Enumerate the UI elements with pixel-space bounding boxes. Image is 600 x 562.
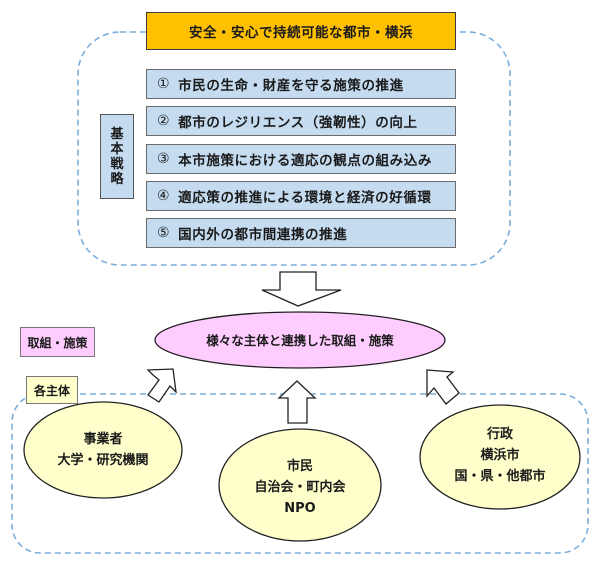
actor-line: NPO <box>284 500 316 516</box>
strategy-text: 市民の生命・財産を守る施策の推進 <box>178 78 404 94</box>
actor-citizens-text: 市民 自治会・町内会 NPO <box>225 450 375 524</box>
strategy-text: 適応策の推進による環境と経済の好循環 <box>178 190 432 206</box>
strategy-label-char: 略 <box>110 171 124 187</box>
strategy-label-char: 基 <box>110 126 124 142</box>
strategy-item: ③ 本市施策における適応の観点の組み込み <box>146 144 456 174</box>
actor-ellipse-government <box>419 404 581 510</box>
down-arrow-icon <box>261 271 342 307</box>
strategy-item: ① 市民の生命・財産を守る施策の推進 <box>146 69 456 99</box>
strategy-text: 都市のレジリエンス（強靭性）の向上 <box>178 115 418 131</box>
actor-government-text: 行政 横浜市 国・県・他都市 <box>425 420 575 490</box>
actor-line: 横浜市 <box>480 447 520 463</box>
strategy-number: ② <box>157 113 171 129</box>
actor-ellipse-citizens <box>218 428 382 542</box>
actions-center-text: 様々な主体と連携した取組・施策 <box>206 332 394 348</box>
strategy-text: 国内外の都市間連携の推進 <box>178 227 348 243</box>
actions-ellipse <box>154 311 446 369</box>
strategy-label-char: 戦 <box>110 156 124 172</box>
arrow-up-left-icon <box>426 369 460 405</box>
actor-line: 国・県・他都市 <box>454 468 546 484</box>
strategy-item: ② 都市のレジリエンス（強靭性）の向上 <box>146 106 456 136</box>
strategy-item: ⑤ 国内外の都市間連携の推進 <box>146 218 456 248</box>
actor-line: 行政 <box>486 426 513 442</box>
strategy-number: ⑤ <box>157 225 171 241</box>
strategy-label-char: 本 <box>110 141 124 157</box>
actor-line: 事業者 <box>83 432 123 447</box>
actor-business-text: 事業者 大学・研究機関 <box>30 418 176 482</box>
strategy-item: ④ 適応策の推進による環境と経済の好循環 <box>146 181 456 211</box>
actor-line: 自治会・町内会 <box>254 479 346 495</box>
strategy-number: ① <box>157 76 171 92</box>
strategy-text: 本市施策における適応の観点の組み込み <box>178 153 432 169</box>
arrow-up-right-icon <box>146 368 177 403</box>
actions-label: 取組・施策 <box>20 327 95 357</box>
arrow-up-icon <box>277 380 317 424</box>
strategy-label: 基 本 戦 略 <box>100 114 134 199</box>
strategy-number: ③ <box>157 151 171 167</box>
actors-label: 各主体 <box>26 376 78 404</box>
actor-line: 市民 <box>286 458 313 474</box>
vision-title: 安全・安心で持続可能な都市・横浜 <box>146 12 456 50</box>
strategy-number: ④ <box>157 188 171 204</box>
actor-line: 大学・研究機関 <box>57 453 149 468</box>
actor-ellipse-business <box>23 401 183 499</box>
